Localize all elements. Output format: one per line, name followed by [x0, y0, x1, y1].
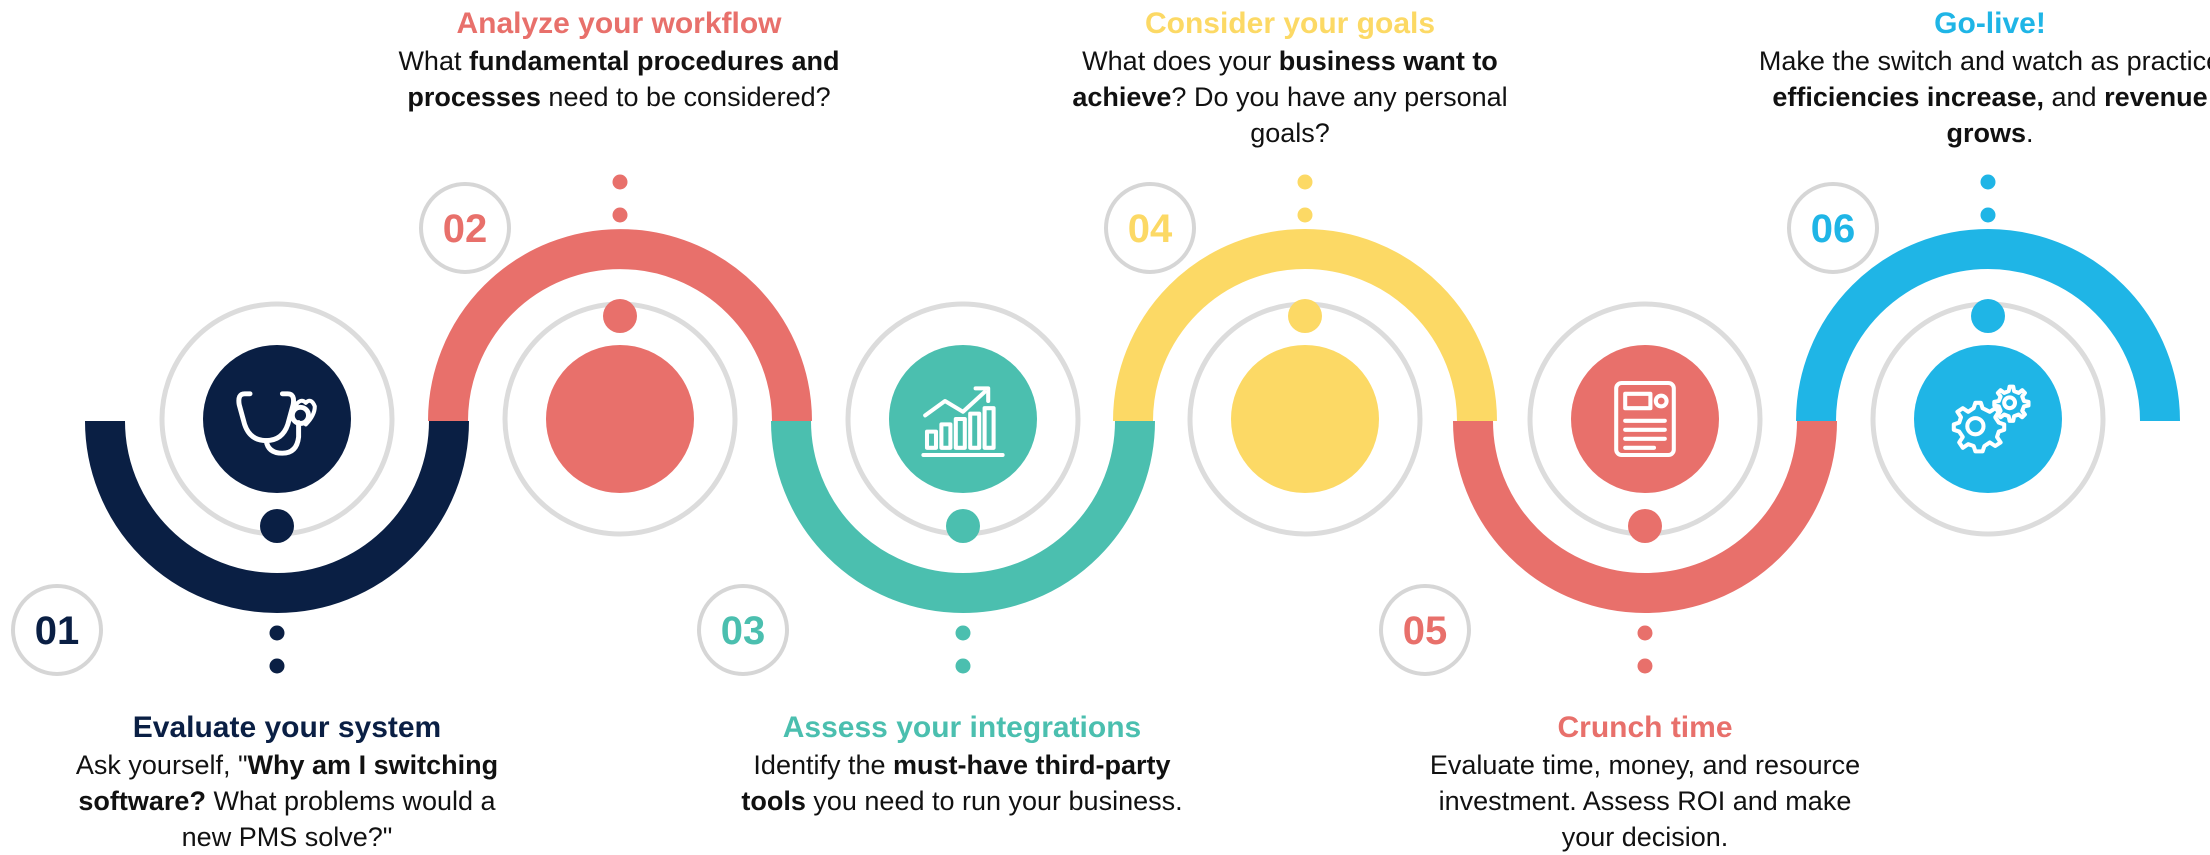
step-number: 03	[721, 609, 766, 653]
number-badge	[419, 182, 511, 274]
description-run: business want to achieve	[1072, 46, 1498, 112]
dot	[955, 625, 971, 641]
description-run: and	[2044, 82, 2105, 112]
icon-badge	[546, 345, 694, 493]
step-title: Evaluate your system	[132, 711, 442, 744]
number-badge	[11, 584, 103, 676]
step-number: 06	[1811, 207, 1856, 251]
dot	[269, 658, 285, 674]
icon-badge	[203, 345, 351, 493]
description-run: What	[398, 46, 469, 76]
connector-dot	[946, 509, 980, 543]
step-text-03: Assess your integrations Identify the mu…	[727, 709, 1197, 819]
step-05: 05	[1379, 301, 1837, 676]
description-run: Make the switch and watch as practice	[1758, 46, 2210, 76]
step-01: 01	[11, 301, 469, 676]
description-run: revenue grows	[1946, 82, 2208, 148]
description-run: What does your	[1082, 46, 1279, 76]
description-run: Ask yourself, "	[75, 750, 248, 780]
arc-segment	[428, 229, 812, 422]
step-number: 02	[443, 207, 488, 251]
dot	[1980, 207, 1996, 223]
connector-dot	[603, 299, 637, 333]
number-badge	[1379, 584, 1471, 676]
step-04: 04	[1104, 174, 1497, 537]
step-description: Make the switch and watch as practice ef…	[1759, 46, 2210, 148]
number-badge	[1104, 182, 1196, 274]
step-title: Assess your integrations	[782, 711, 1142, 744]
step-title: Crunch time	[1557, 711, 1733, 744]
description-run: must-have third-party tools	[741, 750, 1171, 816]
step-number: 01	[35, 609, 80, 653]
number-badge	[1787, 182, 1879, 274]
arc-segment	[85, 420, 469, 613]
description-run: Why am I switching software?	[78, 750, 499, 816]
step-text-05: Crunch time Evaluate time, money, and re…	[1410, 709, 1880, 855]
connector-dot	[1971, 299, 2005, 333]
description-run: fundamental procedures and processes	[407, 46, 840, 112]
step-03: 03	[697, 301, 1155, 676]
step-text-01: Evaluate your system Ask yourself, "Why …	[52, 709, 522, 855]
connector-dot	[1288, 299, 1322, 333]
dot	[1637, 625, 1653, 641]
dot	[612, 174, 628, 190]
step-description: Identify the must-have third-party tools…	[741, 750, 1182, 816]
dot	[1980, 174, 1996, 190]
step-description: What fundamental procedures and processe…	[398, 46, 839, 112]
dot	[955, 658, 971, 674]
icon-badge	[1914, 345, 2062, 493]
step-description: Ask yourself, "Why am I switching softwa…	[76, 750, 498, 852]
description-run: Evaluate time, money, and resource inves…	[1429, 750, 1861, 852]
number-badge	[697, 584, 789, 676]
step-06: 06	[1787, 174, 2180, 537]
description-run: you need to run your business.	[805, 786, 1183, 816]
step-description: Evaluate time, money, and resource inves…	[1430, 750, 1860, 852]
dot	[1637, 658, 1653, 674]
arc-segment	[1453, 420, 1837, 613]
dot	[1297, 174, 1313, 190]
icon-badge	[1231, 345, 1379, 493]
step-number: 05	[1403, 609, 1448, 653]
step-text-04: Consider your goals What does your busin…	[1055, 5, 1525, 151]
step-title: Consider your goals	[1144, 7, 1436, 40]
step-02: 02	[419, 174, 812, 537]
dot	[1297, 207, 1313, 223]
connector-dot	[260, 509, 294, 543]
description-run: What problems would a new PMS solve?"	[181, 786, 496, 852]
step-number: 04	[1128, 207, 1173, 251]
dot	[612, 207, 628, 223]
arc-segment	[1796, 229, 2180, 422]
step-title: Analyze your workflow	[456, 7, 782, 40]
step-text-06: Go-live! Make the switch and watch as pr…	[1755, 5, 2210, 151]
arc-segment	[1113, 229, 1497, 422]
description-run: .	[2026, 118, 2034, 148]
step-title: Go-live!	[1934, 7, 2046, 40]
step-description: What does your business want to achieve?…	[1072, 46, 1507, 148]
step-text-02: Analyze your workflow What fundamental p…	[384, 5, 854, 115]
description-run: efficiencies increase,	[1772, 82, 2045, 112]
description-run: Identify the	[753, 750, 894, 780]
dot	[269, 625, 285, 641]
description-run: need to be considered?	[540, 82, 831, 112]
description-run: ? Do you have any personal goals?	[1171, 82, 1508, 148]
connector-dot	[1628, 509, 1662, 543]
arc-segment	[771, 420, 1155, 613]
